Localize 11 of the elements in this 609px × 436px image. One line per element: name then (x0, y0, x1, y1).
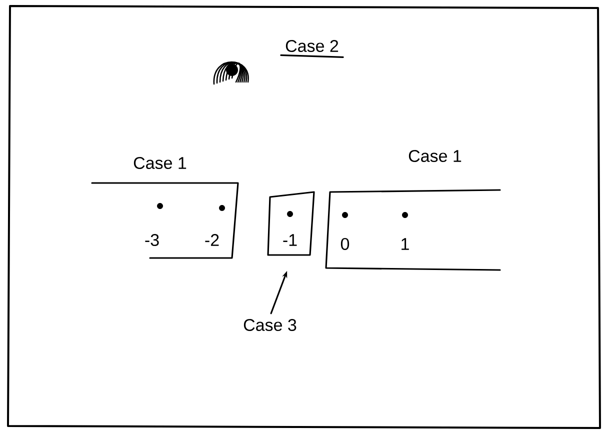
node-label: -2 (205, 234, 219, 246)
heading-label: Case 2 (286, 40, 338, 52)
text-label: Case 3 (244, 318, 296, 332)
node-label: Case 1 (408, 150, 462, 162)
bracket-box: Case 1 0 1 (325, 150, 501, 271)
node-label: 0 (340, 238, 350, 250)
node-label: Case 1 (134, 156, 186, 170)
node-label: -3 (145, 234, 159, 246)
bracket-box: Case 1 -3 -2 (91, 156, 239, 259)
node-label: 1 (402, 238, 409, 250)
bracket-box: -1 (267, 191, 315, 256)
